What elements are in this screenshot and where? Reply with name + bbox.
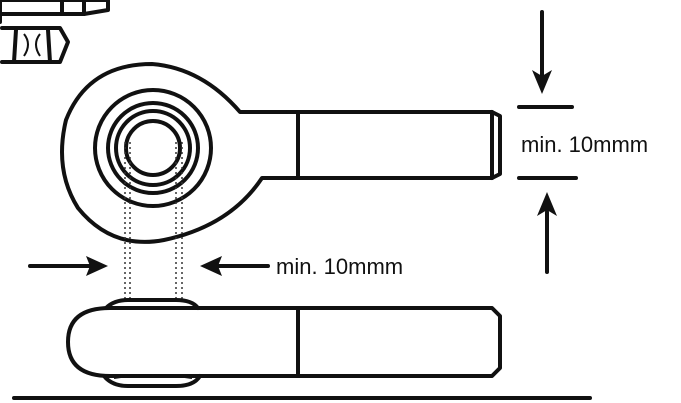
bore-circle (124, 119, 182, 177)
shank-dimension-label: min. 10mmm (521, 132, 648, 157)
bore-arrow-right (200, 256, 270, 276)
ball-top-boss (104, 298, 200, 310)
shank-body (286, 110, 494, 180)
ball-bottom-boss (102, 374, 202, 388)
bore-projection-lines (124, 142, 183, 300)
rod-end-side-view (66, 298, 502, 388)
ball-middle-ring (106, 101, 200, 195)
shank-dimension-marks (517, 10, 578, 274)
rod-end-top-view (60, 62, 502, 244)
nut-fragment (0, 0, 110, 64)
ball-outer-ring (93, 88, 213, 208)
ball-inner-ring (114, 109, 192, 187)
bore-arrow-left (28, 256, 108, 276)
shank-tip (490, 110, 502, 180)
side-body (66, 306, 502, 378)
shank-arrow-top-head (532, 70, 552, 94)
bore-dimension-label: min. 10mmm (276, 254, 403, 279)
eye-outline (60, 62, 290, 244)
shank-arrow-bottom-head (537, 192, 557, 216)
